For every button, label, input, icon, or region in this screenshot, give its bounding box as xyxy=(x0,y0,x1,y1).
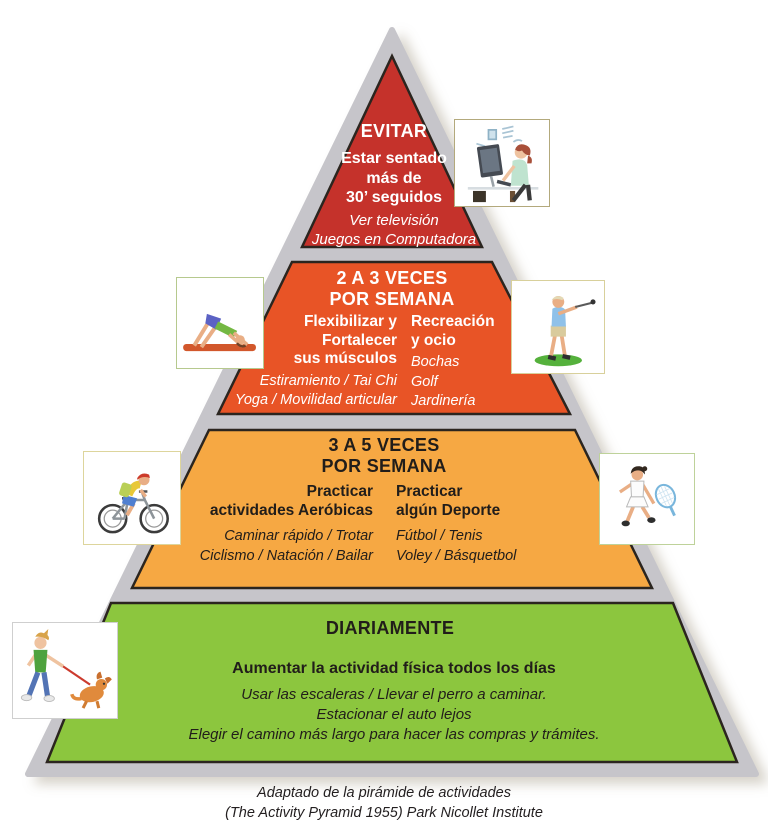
cyclist-illustration xyxy=(83,451,181,545)
text-line: POR SEMANA xyxy=(321,456,447,476)
level-2a3-left-column: Flexibilizar y Fortalecer sus músculos E… xyxy=(235,313,397,411)
text-line: Practicar xyxy=(306,483,373,500)
tennis-player-icon xyxy=(618,465,676,526)
text-line: sus músculos xyxy=(293,350,397,367)
woman-at-computer-illustration xyxy=(454,119,550,207)
level-2a3-right-column: Recreación y ocio Bochas Golf Jardinería xyxy=(411,313,495,412)
text-line: 30’ seguidos xyxy=(345,189,443,206)
golfer-illustration xyxy=(511,280,605,374)
level-evitar-text: EVITAR Estar sentado más de 30’ seguidos… xyxy=(274,121,514,250)
level-diariamente-heading: Aumentar la actividad física todos los d… xyxy=(232,660,556,677)
cyclist-icon xyxy=(97,473,169,534)
column-heading: Practicar actividades Aeróbicas xyxy=(200,483,373,520)
tennis-player-illustration xyxy=(599,453,695,545)
text-line: Yoga / Movilidad articular xyxy=(235,392,397,408)
text-line: Bochas xyxy=(411,354,460,370)
level-evitar-title: EVITAR xyxy=(360,121,428,141)
level-3a5-title: 3 A 5 VECES POR SEMANA xyxy=(284,435,484,477)
text-line: Elegir el camino más largo para hacer la… xyxy=(188,726,600,743)
golfer-icon xyxy=(534,295,596,366)
man-walking-dog-icon xyxy=(21,628,112,709)
text-line: Estiramiento / Tai Chi xyxy=(259,372,397,389)
text-line: Practicar xyxy=(396,483,463,500)
level-2a3-title: 2 A 3 VECES POR SEMANA xyxy=(292,268,492,310)
column-items: Estiramiento / Tai Chi Yoga / Movilidad … xyxy=(235,372,397,411)
text-line: Fortalecer xyxy=(322,331,397,349)
text-line: y ocio xyxy=(411,331,456,349)
level-diariamente-items: Usar las escaleras / Llevar el perro a c… xyxy=(84,685,704,745)
level-diariamente-title: DIARIAMENTE xyxy=(325,618,455,638)
text-line: Golf xyxy=(411,373,438,390)
text-line: POR SEMANA xyxy=(329,289,455,309)
text-line: Voley / Básquetbol xyxy=(396,547,517,564)
level-3a5-left-column: Practicar actividades Aeróbicas Caminar … xyxy=(200,483,373,566)
column-heading: Practicar algún Deporte xyxy=(396,483,516,520)
text-line: más de xyxy=(366,169,422,187)
column-items: Caminar rápido / Trotar Ciclismo / Natac… xyxy=(200,527,373,566)
text-line: 3 A 5 VECES xyxy=(328,435,440,455)
level-evitar-subtitle: Estar sentado más de 30’ seguidos xyxy=(274,149,514,208)
man-walking-dog-illustration xyxy=(12,622,118,719)
text-line: algún Deporte xyxy=(396,501,501,519)
level-evitar-shape xyxy=(300,53,484,249)
column-heading: Recreación y ocio xyxy=(411,313,495,350)
text-line: Ciclismo / Natación / Bailar xyxy=(199,547,373,564)
woman-at-computer-icon xyxy=(467,126,539,203)
text-line: Estar sentado xyxy=(341,150,447,167)
column-items: Fútbol / Tenis Voley / Básquetbol xyxy=(396,527,516,566)
text-line: Juegos en Computadora xyxy=(311,231,477,248)
source-credit: Adaptado de la pirámide de actividades (… xyxy=(0,783,768,823)
text-line: Estacionar el auto lejos xyxy=(316,706,472,723)
level-evitar-examples: Ver televisión Juegos en Computadora xyxy=(274,211,514,250)
text-line: Jardinería xyxy=(411,393,476,409)
text-line: actividades Aeróbicas xyxy=(209,501,373,519)
text-line: Fútbol / Tenis xyxy=(396,528,483,544)
yoga-pose-illustration xyxy=(176,277,264,369)
text-line: Usar las escaleras / Llevar el perro a c… xyxy=(241,686,547,703)
column-heading: Flexibilizar y Fortalecer sus músculos xyxy=(235,313,397,369)
text-line: Adaptado de la pirámide de actividades xyxy=(257,785,511,801)
yoga-pose-icon xyxy=(183,313,257,351)
column-items: Bochas Golf Jardinería xyxy=(411,353,495,412)
text-line: Ver televisión xyxy=(349,211,439,229)
text-line: Flexibilizar y xyxy=(303,313,397,330)
text-line: Caminar rápido / Trotar xyxy=(224,528,373,544)
text-line: (The Activity Pyramid 1955) Park Nicolle… xyxy=(225,805,543,821)
level-3a5-right-column: Practicar algún Deporte Fútbol / Tenis V… xyxy=(396,483,516,566)
text-line: Recreación xyxy=(411,313,495,330)
text-line: 2 A 3 VECES xyxy=(336,268,448,288)
